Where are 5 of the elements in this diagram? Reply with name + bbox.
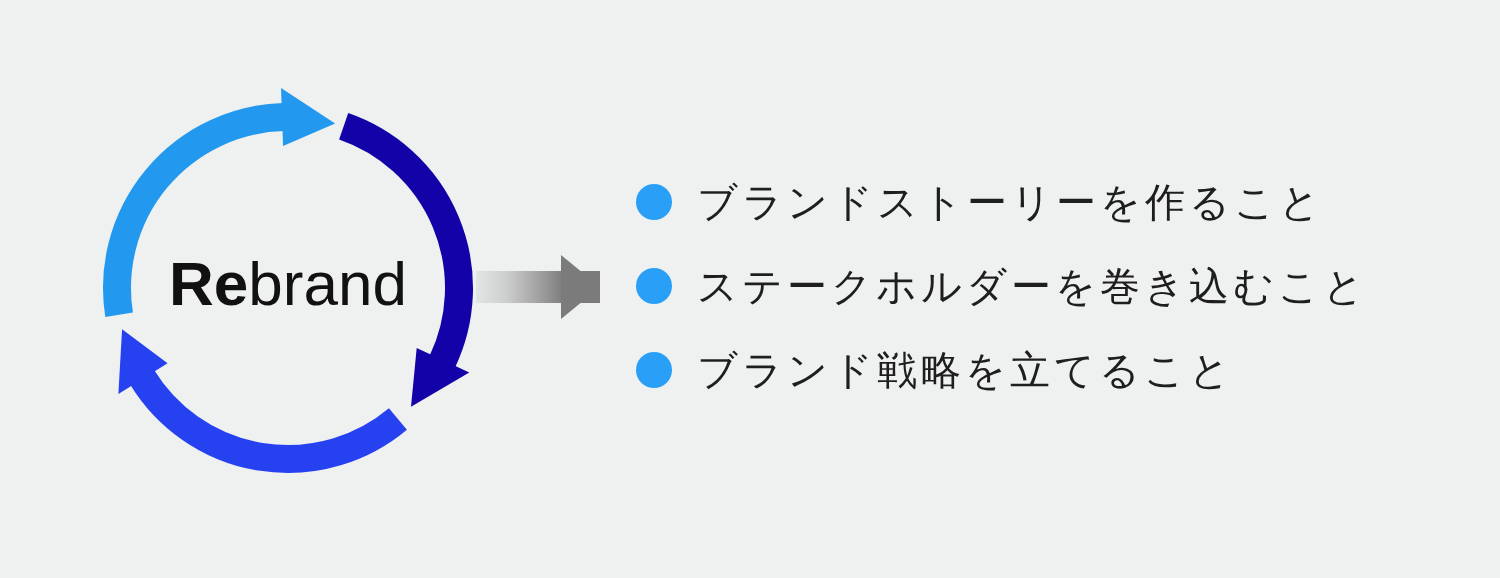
cycle-label: Rebrand <box>169 250 407 319</box>
arrow <box>476 255 600 319</box>
list-item-text: ブランドストーリーを作ること <box>697 178 1324 226</box>
list-item-text: ブランド戦略を立てること <box>697 346 1234 394</box>
list-item-text: ステークホルダーを巻き込むこと <box>697 262 1368 310</box>
